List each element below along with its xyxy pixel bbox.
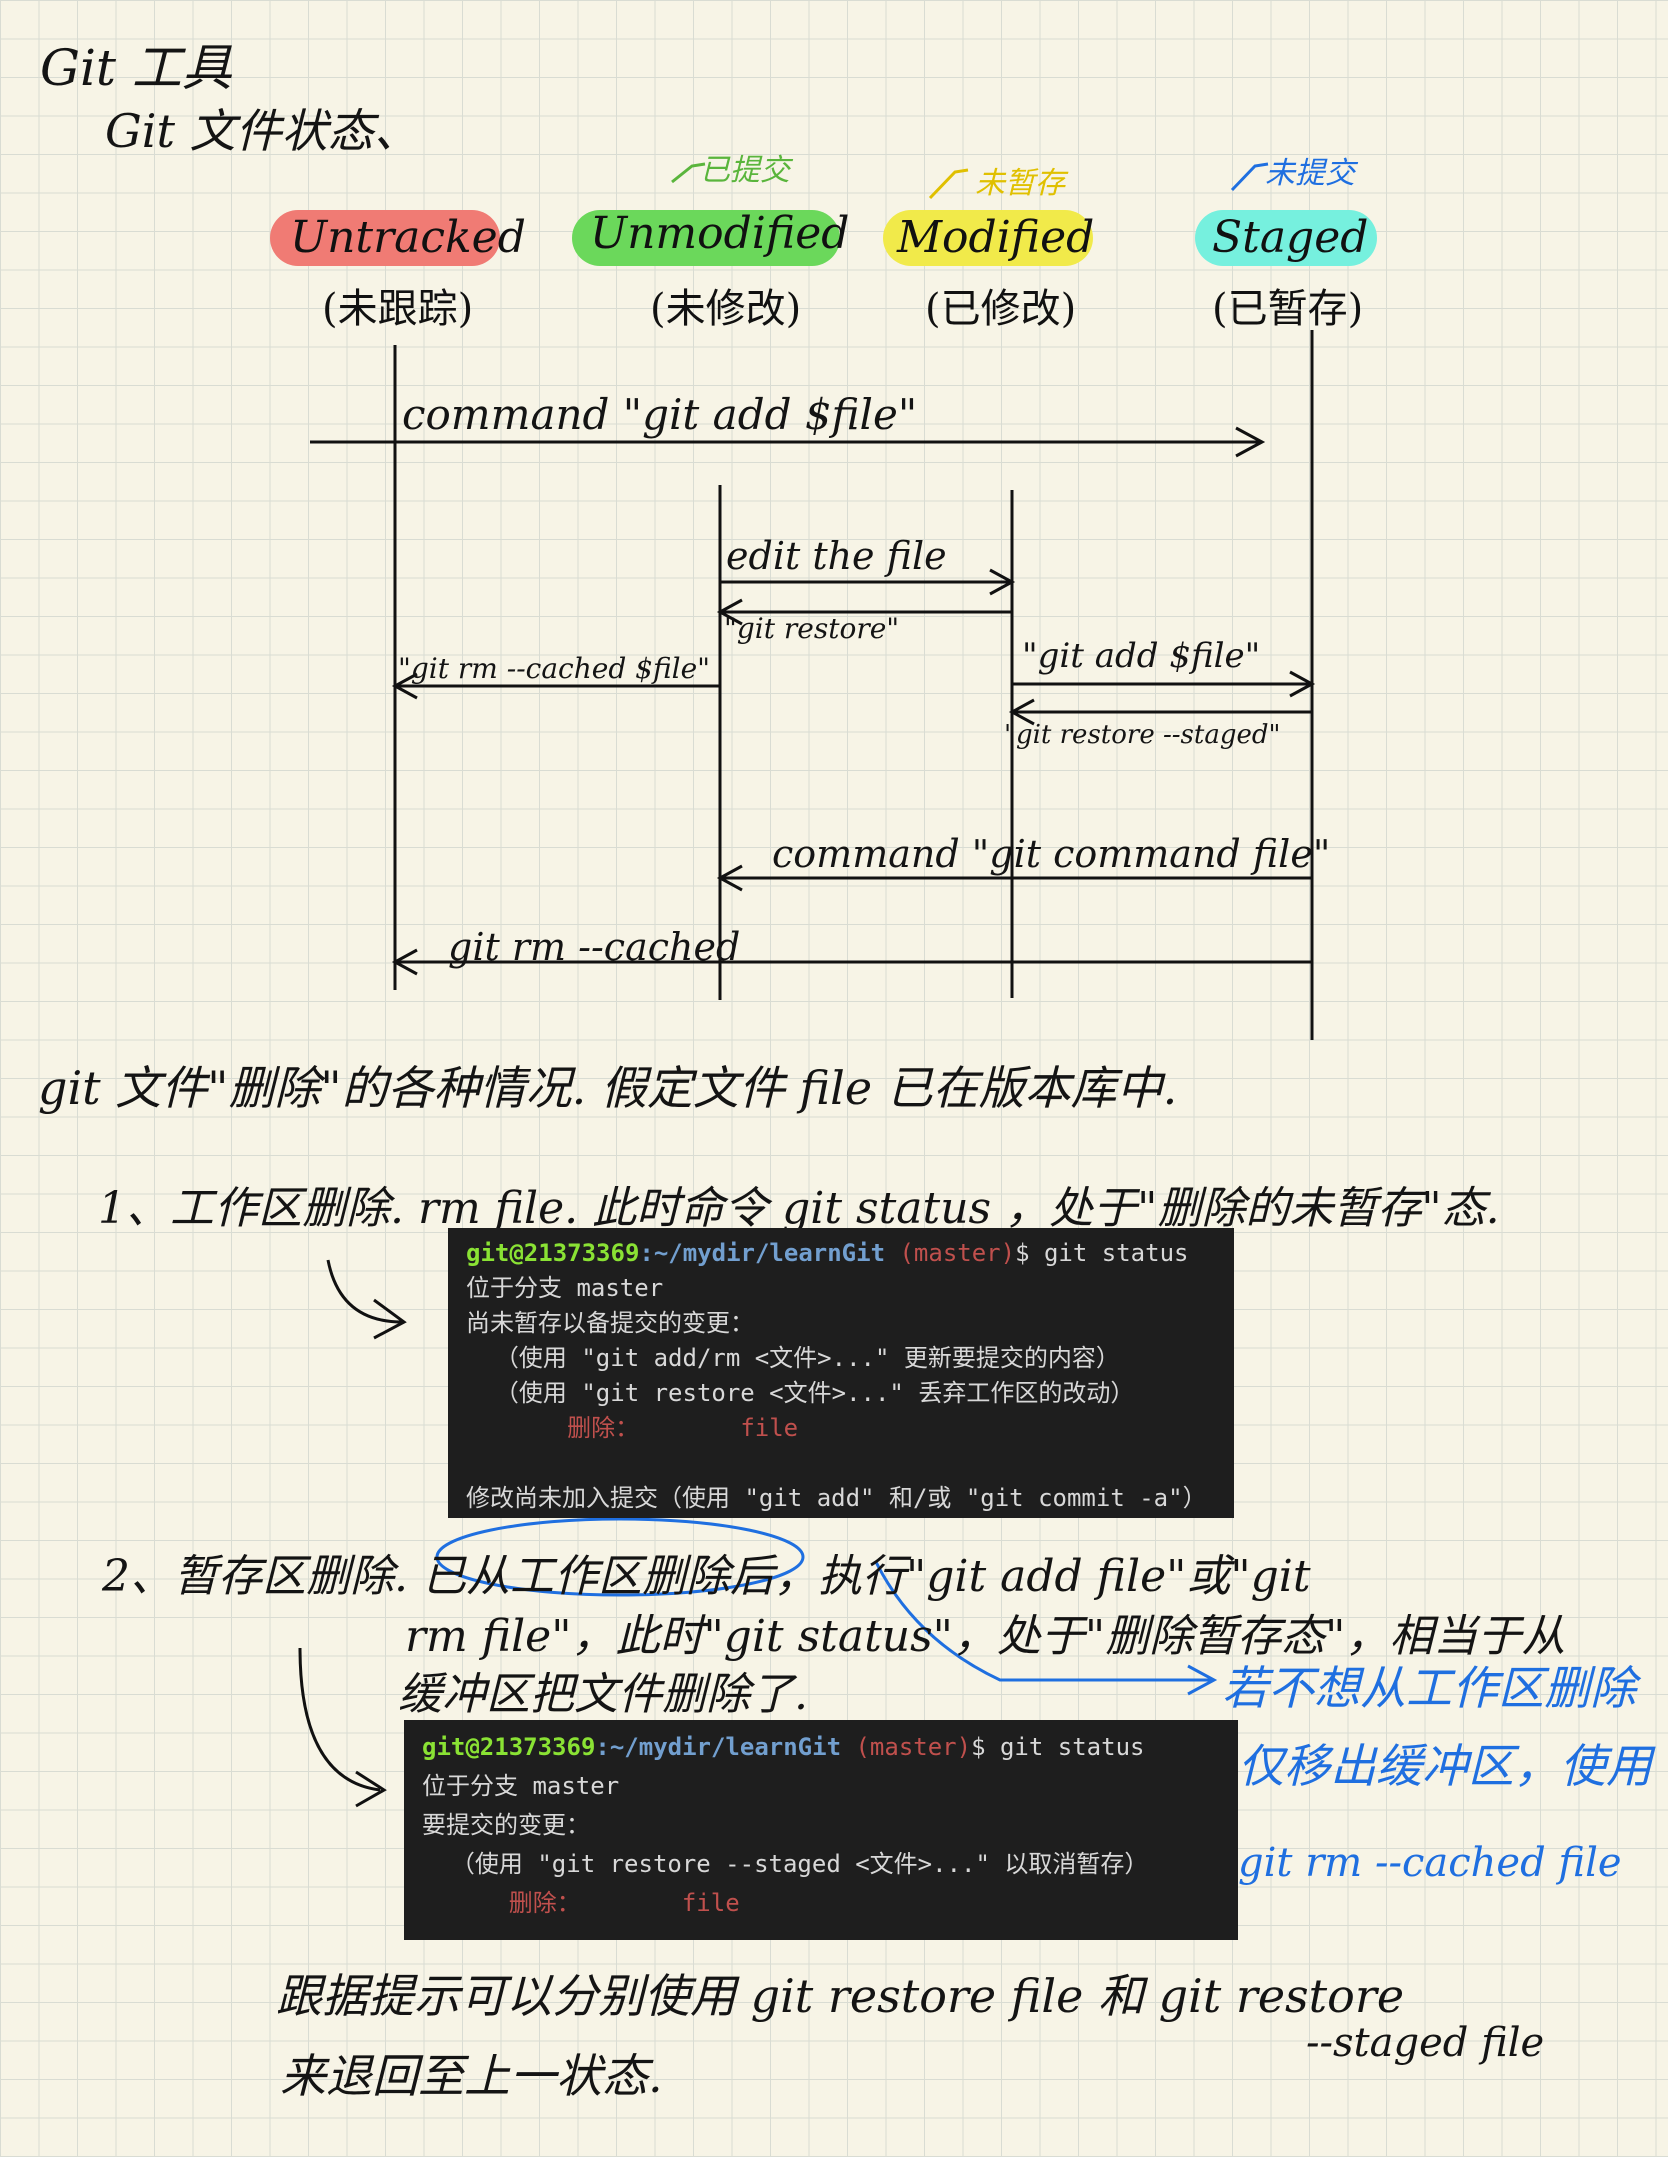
page-subtitle: Git 文件状态、 [105,104,420,158]
aside-line-3: git rm --cached file [1238,1840,1622,1886]
note-unstaged: 未暂存 [975,166,1065,201]
item-1: 1、工作区删除. rm file. 此时命令 git status ，处于"删除… [98,1183,1500,1234]
aside-line-2: 仅移出缓冲区，使用 [1238,1739,1652,1793]
arrow-label-commit: command "git command file" [772,832,1331,876]
terminal-line: （使用 "git add/rm <文件>..." 更新要提交的内容） [466,1344,1120,1372]
terminal-line: （使用 "git restore <文件>..." 丢弃工作区的改动） [466,1379,1135,1407]
note-uncommitted: 未提交 [1265,156,1355,191]
page-title: Git 工具 [40,39,232,97]
terminal-deleted-line: 删除： file [567,1414,799,1442]
terminal-prompt: git@21373369:~/mydir/learnGit (master)$ … [422,1733,1145,1761]
footer-line-1: 跟据提示可以分别使用 git restore file 和 git restor… [276,1969,1405,2023]
footer-line-3: --staged file [1306,2020,1545,2066]
staged-highlight [1195,210,1377,266]
item-2-line-3: 缓冲区把文件删除了. [398,1669,808,1720]
state-staged-label: Staged [1212,212,1369,263]
terminal-1: git@21373369:~/mydir/learnGit (master)$ … [448,1228,1234,1518]
terminal-blank [466,1446,1216,1481]
arrow-label-restore: "git restore" [724,612,900,645]
terminal-2: git@21373369:~/mydir/learnGit (master)$ … [404,1720,1238,1940]
section-intro: git 文件"删除"的各种情况. 假定文件 file 已在版本库中. [38,1061,1178,1115]
state-untracked-sub: (未跟踪) [322,286,474,332]
state-unmodified-label: Unmodified [590,208,850,259]
terminal-line: 要提交的变更： [422,1811,590,1839]
state-untracked-label: Untracked [290,212,526,263]
state-unmodified-sub: (未修改) [650,286,802,332]
state-modified-label: Modified [897,212,1095,263]
arrow-label-add-file: "git add $file" [1022,636,1261,676]
aside-line-1: 若不想从工作区删除 [1222,1661,1636,1715]
terminal-line: 位于分支 master [422,1772,620,1800]
arrow-label-rm-cached: "git rm --cached $file" [398,652,711,685]
state-staged-sub: (已暂存) [1212,286,1364,332]
arrow-label-restore-staged: "git restore --staged" [1004,720,1281,750]
state-modified-sub: (已修改) [925,286,1077,332]
item-2-line-2: rm file"，此时"git status"，处于"删除暂存态"，相当于从 [405,1611,1566,1662]
terminal-line: 位于分支 master [466,1274,664,1302]
arrow-label-edit: edit the file [726,534,947,578]
arrow-label-git-add: command "git add $file" [402,390,918,439]
terminal-footer: 修改尚未加入提交（使用 "git add" 和/或 "git commit -a… [466,1484,1207,1512]
unmodified-highlight [572,210,840,266]
footer-line-2: 来退回至上一状态. [280,2049,663,2103]
terminal-deleted-line: 删除： file [508,1889,740,1917]
untracked-highlight [270,210,500,266]
arrow-label-rm-cached-2: git rm --cached [448,925,741,969]
item-2-line-1: 2、暂存区删除. 已从工作区删除后，执行"git add file"或"git [102,1551,1311,1602]
modified-highlight [883,210,1093,266]
terminal-line: （使用 "git restore --staged <文件>..." 以取消暂存… [422,1850,1149,1878]
note-committed: 已提交 [700,153,790,188]
terminal-line: 尚未暂存以备提交的变更： [466,1309,754,1337]
terminal-prompt: git@21373369:~/mydir/learnGit (master)$ … [466,1239,1189,1267]
